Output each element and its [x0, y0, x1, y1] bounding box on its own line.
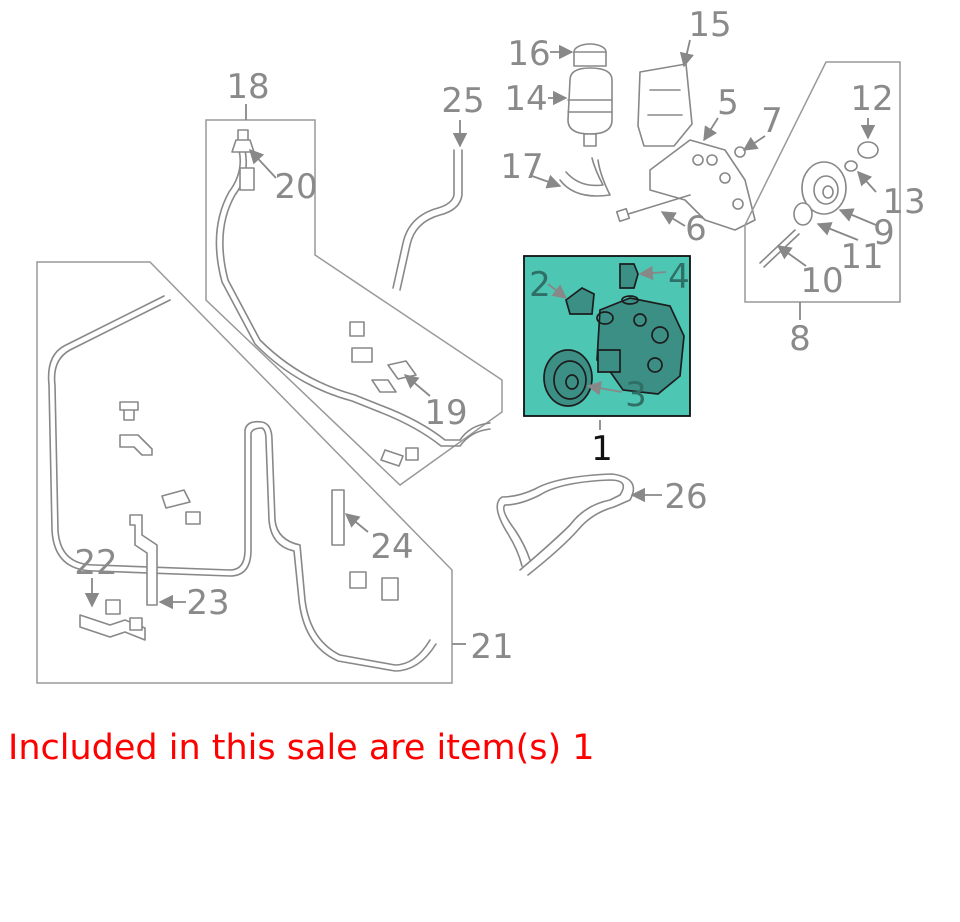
- callout-26[interactable]: 26: [664, 477, 707, 517]
- callout-labels: 1 2 3 4 5 6 7 8 9 10 11 12 13 14 15 16 1…: [74, 5, 925, 667]
- callout-15[interactable]: 15: [688, 5, 731, 45]
- callout-7[interactable]: 7: [761, 101, 783, 141]
- callout-4[interactable]: 4: [668, 257, 690, 297]
- callout-19[interactable]: 19: [424, 393, 467, 433]
- callout-13[interactable]: 13: [882, 182, 925, 222]
- tube-25: [392, 149, 463, 291]
- leader-lines: [84, 39, 877, 645]
- callout-23[interactable]: 23: [186, 583, 229, 623]
- callout-5[interactable]: 5: [717, 83, 739, 123]
- callout-22[interactable]: 22: [74, 543, 117, 583]
- callout-10[interactable]: 10: [800, 261, 843, 301]
- callout-6[interactable]: 6: [685, 209, 707, 249]
- group-8-frame: [744, 61, 901, 303]
- callout-16[interactable]: 16: [507, 34, 550, 74]
- callout-3[interactable]: 3: [625, 375, 647, 415]
- callout-2[interactable]: 2: [529, 265, 551, 305]
- callout-17[interactable]: 17: [500, 147, 543, 187]
- parts-diagram: 1 2 3 4 5 6 7 8 9 10 11 12 13 14 15 16 1…: [36, 5, 926, 684]
- callout-9[interactable]: 9: [873, 213, 895, 253]
- callout-12[interactable]: 12: [850, 79, 893, 119]
- callout-24[interactable]: 24: [370, 527, 413, 567]
- callout-21[interactable]: 21: [470, 627, 513, 667]
- bracket-5-assembly: [615, 139, 756, 231]
- group-18-frame: [205, 119, 503, 486]
- callout-11[interactable]: 11: [840, 237, 883, 277]
- reservoir-assembly: [559, 43, 693, 197]
- item-1-highlight: [523, 255, 691, 417]
- included-items-note: Included in this sale are item(s) 1: [8, 728, 595, 768]
- callout-8[interactable]: 8: [789, 319, 811, 359]
- group-21-frame: [36, 261, 453, 684]
- callout-20[interactable]: 20: [274, 167, 317, 207]
- callout-14[interactable]: 14: [504, 79, 547, 119]
- callout-18[interactable]: 18: [226, 67, 269, 107]
- callout-1[interactable]: 1: [591, 429, 613, 469]
- hose-26: [496, 473, 635, 576]
- callout-25[interactable]: 25: [441, 81, 484, 121]
